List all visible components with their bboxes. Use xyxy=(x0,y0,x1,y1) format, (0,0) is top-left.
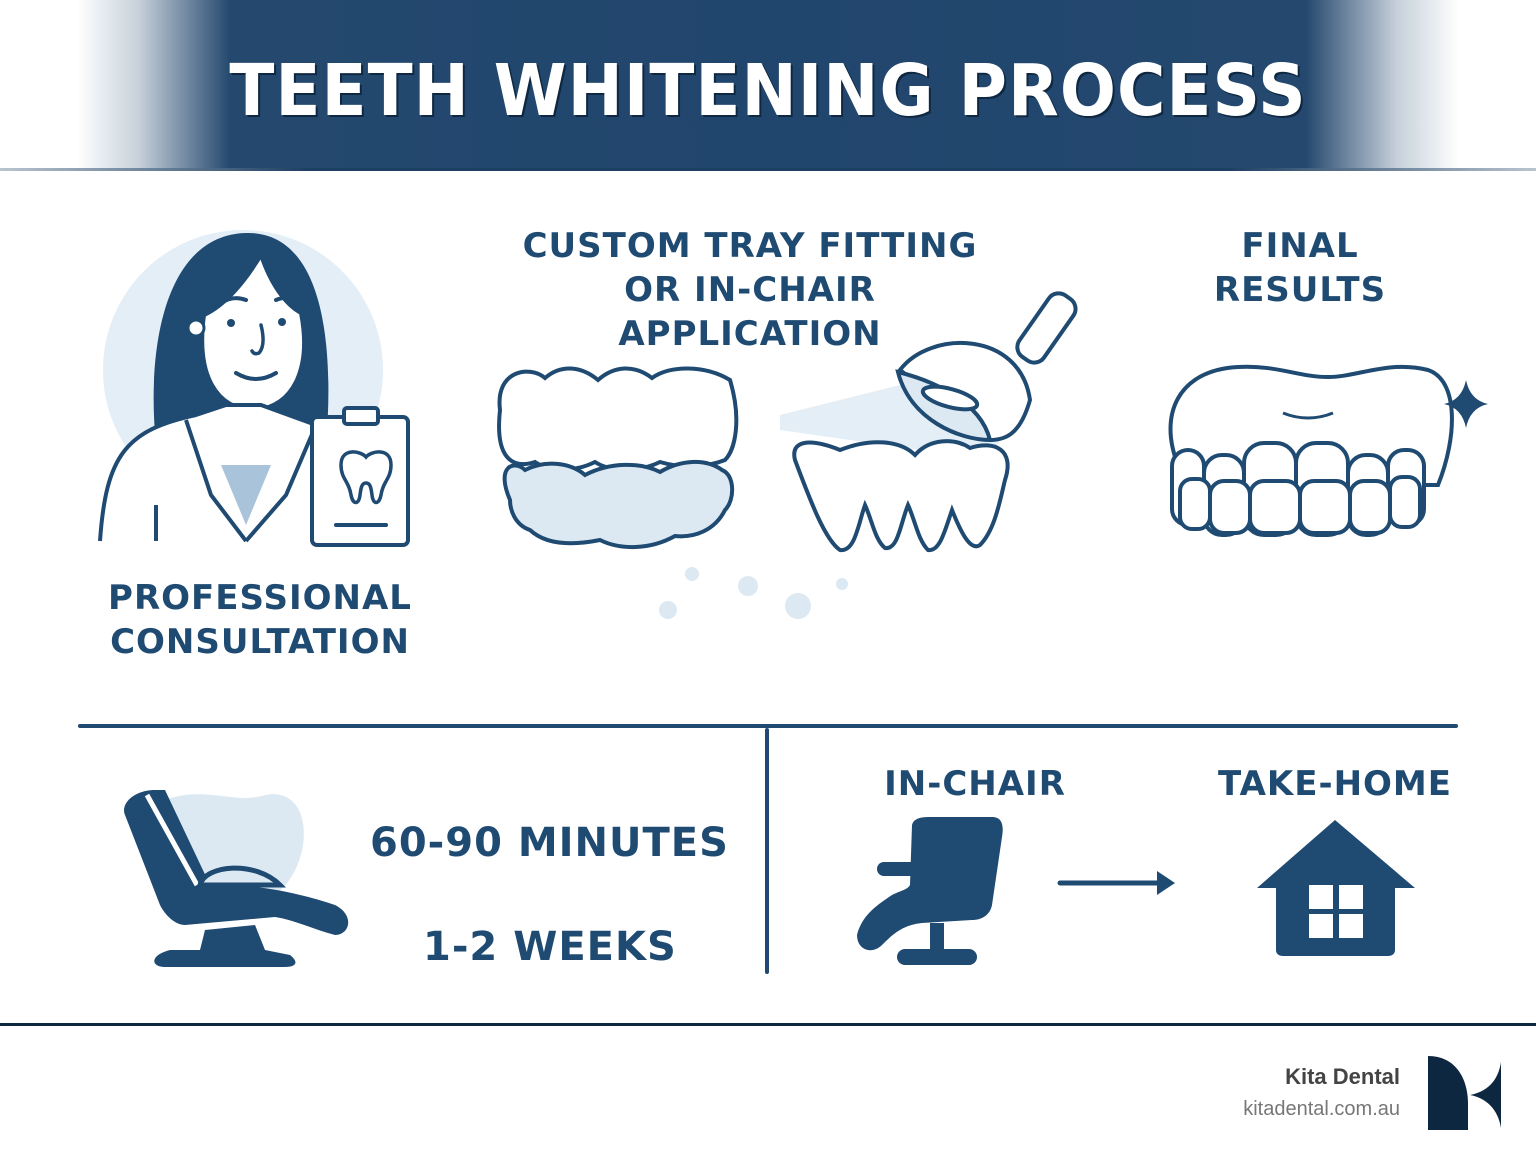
page-title: TEETH WHITENING PROCESS xyxy=(229,48,1307,133)
brand-url[interactable]: kitadental.com.au xyxy=(1243,1098,1400,1120)
step-label-line2: RESULTS xyxy=(1213,270,1387,311)
whitening-light-icon xyxy=(780,291,1078,552)
dental-chair-icon xyxy=(124,790,349,967)
house-icon xyxy=(1257,820,1415,956)
brand-name: Kita Dental xyxy=(1285,1064,1400,1089)
step-label-line1: PROFESSIONAL xyxy=(108,578,412,618)
chair-icon xyxy=(857,817,1003,965)
header-banner xyxy=(0,0,1536,170)
section-divider xyxy=(78,724,1458,728)
footer-divider xyxy=(0,1023,1536,1026)
column-divider xyxy=(765,728,769,974)
in-chair-duration: 60-90 MINUTES xyxy=(370,820,729,866)
option-label-take-home: TAKE-HOME xyxy=(1218,764,1452,804)
take-home-duration: 1-2 WEEKS xyxy=(423,924,677,970)
dentist-icon xyxy=(98,230,410,547)
step-label-line1: CUSTOM TRAY FITTING xyxy=(522,226,978,266)
white-teeth-icon xyxy=(1168,364,1488,537)
kita-dental-logo-icon xyxy=(1428,1056,1501,1130)
step-label-consultation: PROFESSIONAL CONSULTATION xyxy=(80,576,440,664)
header-underline xyxy=(0,168,1536,171)
step-label-line1: FINAL xyxy=(1241,226,1359,266)
arrow-right-icon xyxy=(1057,871,1175,895)
whitening-trays-icon xyxy=(497,366,739,549)
step-label-tray-fitting: CUSTOM TRAY FITTING OR IN-CHAIR APPLICAT… xyxy=(490,224,1010,357)
bubbles-decoration xyxy=(659,567,848,619)
step-label-final-results: FINAL RESULTS xyxy=(1150,224,1450,312)
option-label-in-chair: IN-CHAIR xyxy=(884,764,1066,804)
step-label-line2: OR IN-CHAIR APPLICATION xyxy=(618,270,882,355)
step-label-line2: CONSULTATION xyxy=(110,622,410,663)
